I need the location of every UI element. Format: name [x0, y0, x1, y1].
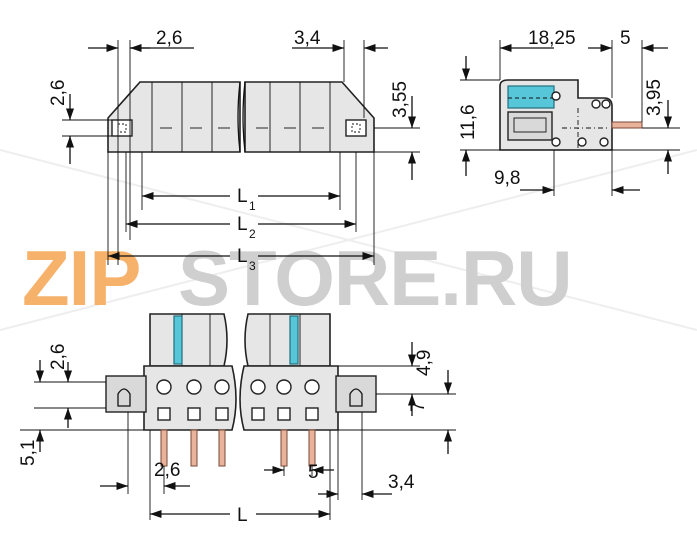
front-view-lever-right: [289, 315, 299, 365]
dim-side-5: 5: [620, 28, 631, 49]
dim-top-2-6: 2,6: [156, 28, 182, 49]
dim-side-9-8: 9,8: [494, 168, 520, 189]
dim-top-right-3-55: 3,55: [390, 81, 411, 118]
dim-front-L: L: [237, 505, 248, 526]
top-view-flange-right: [345, 119, 367, 137]
top-view-housing-right: [244, 81, 375, 153]
watermark-left-text: ZIP: [22, 234, 140, 322]
dim-front-bottom-2-6: 2,6: [154, 460, 180, 481]
front-view-lever-left: [173, 315, 183, 365]
top-view-flange-left: [111, 119, 133, 137]
top-view: 2,6 3,4 2,6 3,55 L 1 L 2 L 3: [48, 28, 420, 273]
dim-L1: L: [237, 186, 248, 207]
side-view: 18,25 5 11,6 3,95 9,8: [458, 28, 680, 196]
dim-L2: L: [237, 214, 248, 235]
dim-front-bottom-5: 5: [308, 462, 319, 483]
dim-L3-sub: 3: [249, 259, 256, 273]
dim-side-3-95: 3,95: [644, 79, 665, 116]
dim-front-left-2-6: 2,6: [48, 344, 69, 370]
dim-front-bottom-3-4: 3,4: [388, 472, 415, 493]
dim-front-5-1: 5,1: [18, 440, 39, 466]
dim-L3: L: [237, 246, 248, 267]
side-view-lever: [507, 85, 555, 109]
watermark-right-text: STORE.RU: [178, 234, 572, 322]
front-view-upper-left: [149, 313, 228, 367]
dim-L1-sub: 1: [249, 199, 256, 213]
side-view-pin: [611, 121, 643, 129]
dim-top-3-4: 3,4: [294, 28, 321, 49]
front-view-upper-right: [244, 313, 331, 367]
dim-side-18-25: 18,25: [528, 28, 576, 49]
dim-front-7: 7: [408, 401, 429, 412]
dim-side-11-6: 11,6: [458, 104, 479, 140]
front-view-pins: [160, 429, 316, 467]
dim-front-4-9: 4,9: [414, 350, 435, 376]
dim-top-left-2-6: 2,6: [48, 80, 69, 106]
front-view: 2,6 5,1 2,6 5 3,4 4,9 7 L: [18, 313, 456, 526]
watermark: ZIP STORE.RU: [0, 149, 697, 331]
dim-L2-sub: 2: [249, 227, 256, 241]
top-view-housing-left: [107, 81, 241, 153]
